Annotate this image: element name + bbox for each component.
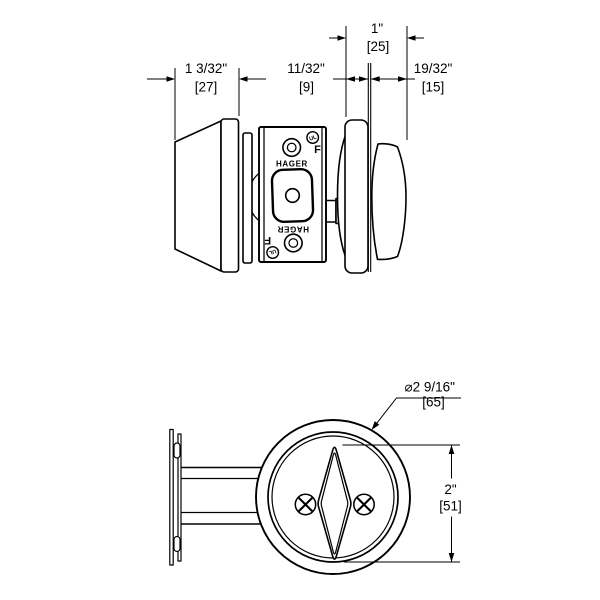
thumbturn-diamond: [317, 446, 352, 560]
dim-rose-thickness: 11/32" [9]: [287, 61, 368, 95]
faceplate-screw-lug-top: [173, 442, 181, 459]
left-phillips-screw: [294, 493, 317, 516]
dim-rose-thickness-inch: 11/32": [287, 61, 325, 76]
interior-rose-plate: [220, 118, 240, 273]
front-view-thumbturn: [169, 419, 411, 575]
dim-rose-thickness-mm: [9]: [299, 80, 314, 95]
brand-label-top: HAGER: [276, 160, 308, 169]
dim-cylinder-projection-mm: [15]: [422, 80, 445, 95]
bottom-screw-post: [283, 233, 303, 253]
dim-overall-projection: 1" [25]: [329, 21, 424, 54]
dim-thumbturn-height: 2" [51]: [342, 444, 462, 563]
dim-thumbturn-height-mm: [51]: [439, 499, 462, 514]
rose-ring-circle: [267, 431, 399, 563]
ul-mark-top-label: UL: [309, 134, 318, 142]
dim-rose-diameter: ⌀2 9/16" [65]: [371, 380, 461, 430]
fire-rating-letter-bottom: F: [264, 234, 271, 246]
dim-thumbturn-projection-inch: 1 3/32": [185, 61, 228, 76]
top-screw-post: [282, 137, 302, 158]
dim-overall-projection-mm: [25]: [367, 39, 390, 54]
latch-bolt-tube: [181, 466, 262, 525]
top-view-side-elevation: UL F HAGER HAGER F UL: [174, 63, 407, 274]
latch-faceplate: [169, 428, 182, 566]
right-phillips-screw: [353, 493, 375, 516]
mounting-collar: [242, 132, 253, 264]
fire-rating-letter-top: F: [314, 144, 321, 156]
dim-cylinder-projection: 19/32" [15]: [370, 61, 453, 95]
front-view-dimensions: ⌀2 9/16" [65] 2" [51]: [342, 380, 462, 563]
faceplate-screw-lug-bottom: [173, 535, 181, 553]
top-view-dimensions: 1 3/32" [27] 11/32" [9] 1" [25] 19/32" [: [147, 21, 452, 140]
ul-certification-mark-top: UL: [306, 130, 320, 144]
exterior-rose-plate: [344, 119, 369, 274]
lock-case: UL F HAGER HAGER F UL: [258, 126, 327, 263]
ul-certification-mark-bottom: UL: [266, 245, 280, 259]
dim-rose-diameter-mm: [65]: [422, 395, 445, 410]
cam-barrel: [270, 167, 315, 224]
dim-rose-diameter-inch: ⌀2 9/16": [405, 380, 456, 395]
thumbturn-cone: [174, 120, 222, 272]
exterior-rose-bevel: [336, 133, 347, 259]
dim-overall-projection-inch: 1": [371, 21, 384, 36]
brand-label-bottom: HAGER: [277, 225, 309, 234]
dim-thumbturn-height-inch: 2": [444, 482, 457, 497]
dim-thumbturn-projection-mm: [27]: [195, 80, 218, 95]
dim-cylinder-projection-inch: 19/32": [414, 61, 453, 76]
ul-mark-bottom-label: UL: [267, 247, 276, 255]
door-face-lines: [367, 63, 372, 272]
exterior-cylinder-housing: [371, 142, 407, 261]
dim-thumbturn-projection: 1 3/32" [27]: [147, 61, 266, 95]
spindle-hole: [284, 187, 301, 204]
